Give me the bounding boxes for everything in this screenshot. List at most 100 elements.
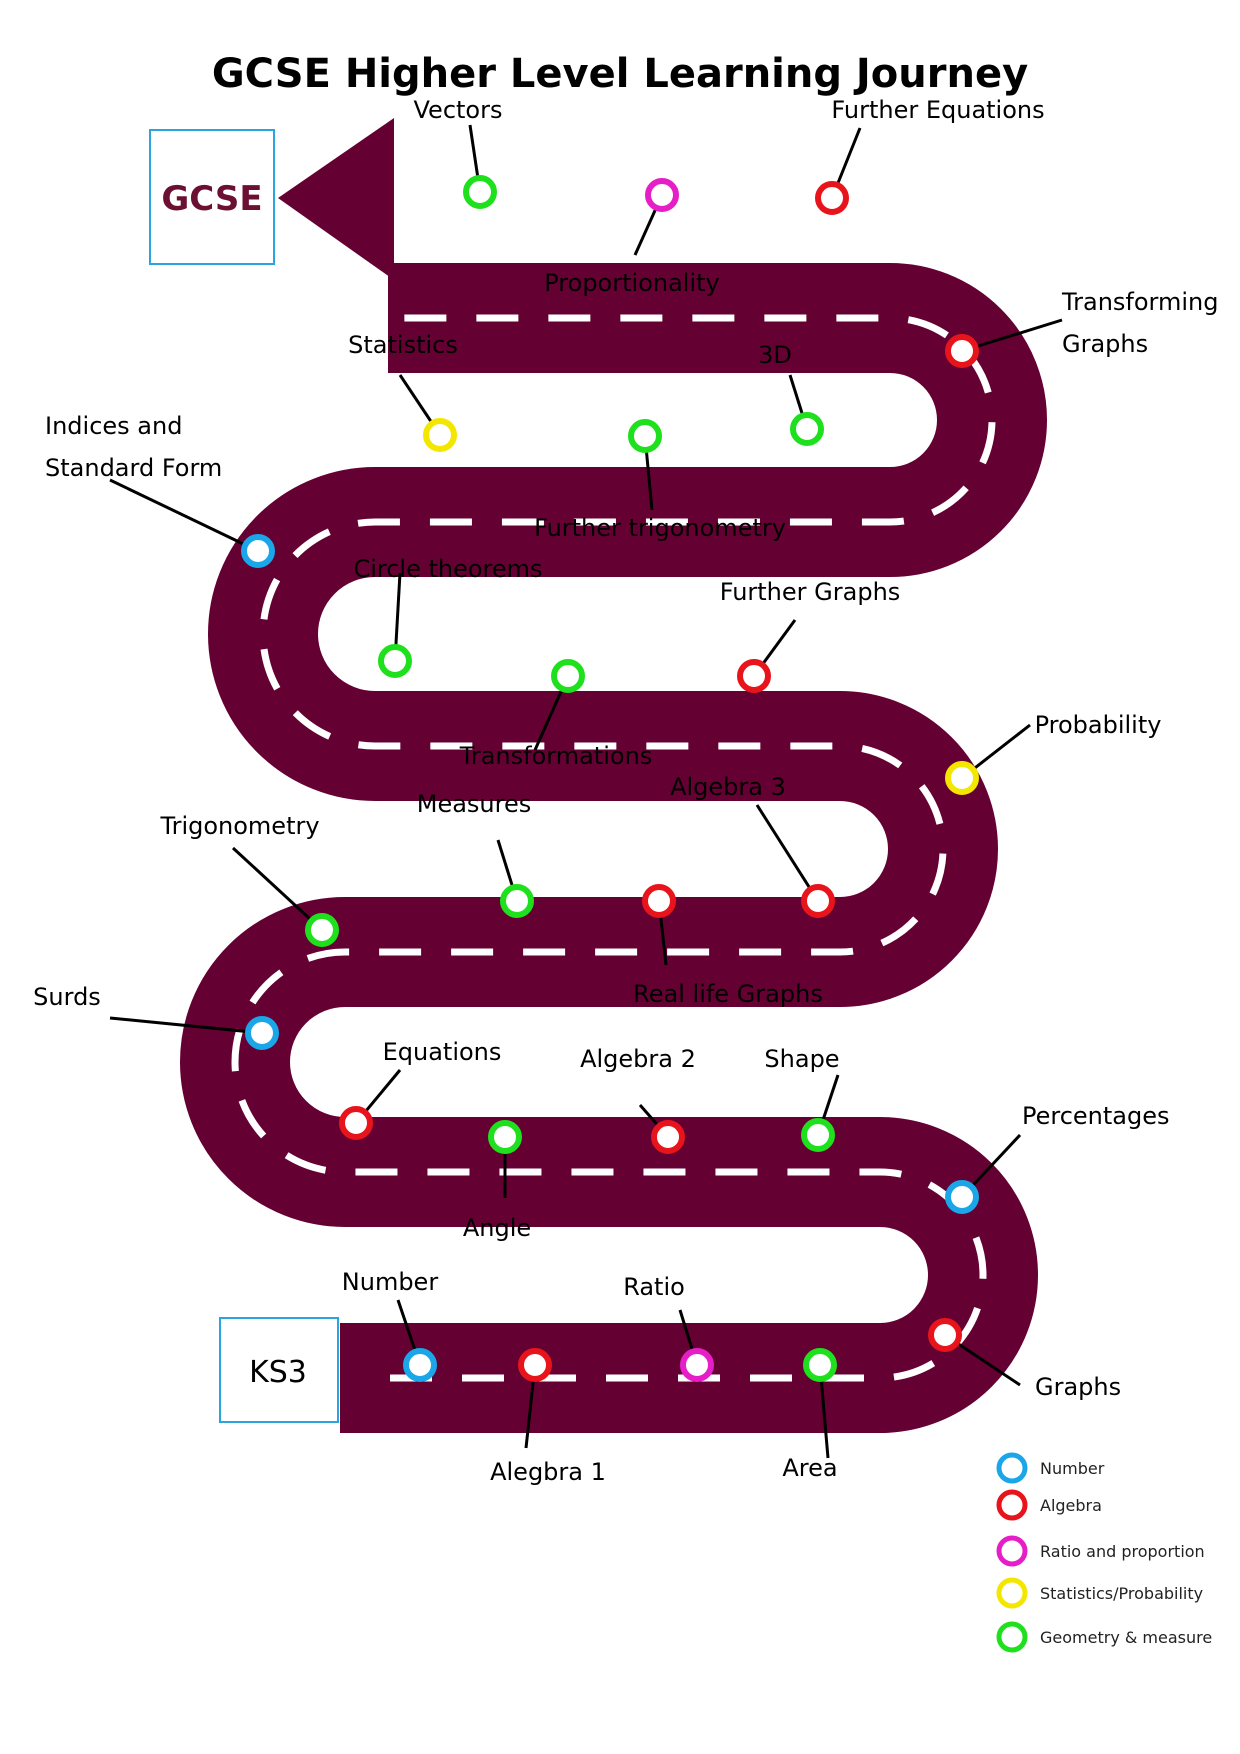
topic-vectors: Vectors — [414, 96, 503, 209]
road — [180, 118, 1047, 1433]
topic-label: Angle — [463, 1214, 531, 1242]
topic-label: Number — [342, 1268, 439, 1296]
topic-marker — [651, 1120, 685, 1154]
ks3-box-label: KS3 — [249, 1355, 307, 1390]
topic-probability: Probability — [945, 711, 1162, 795]
topic-marker — [551, 659, 585, 693]
topic-marker — [790, 412, 824, 446]
topic-label: Further trigonometry — [534, 514, 786, 542]
topic-marker — [737, 659, 771, 693]
topic-label: Transformations — [459, 742, 653, 770]
topic-marker — [403, 1348, 437, 1382]
topic-algebra-3: Algebra 3 — [670, 773, 835, 918]
topic-marker — [642, 884, 676, 918]
road-centre-line — [231, 314, 996, 1382]
topic-angle: Angle — [463, 1120, 531, 1242]
topic-transformations: Transformations — [459, 659, 653, 770]
page-title: GCSE Higher Level Learning Journey — [212, 51, 1028, 97]
legend-swatch — [996, 1452, 1028, 1484]
legend-item-geometry: Geometry & measure — [996, 1621, 1212, 1653]
topic-further-equations: Further Equations — [815, 96, 1045, 215]
topic-marker — [680, 1348, 714, 1382]
topic-marker — [945, 1180, 979, 1214]
topic-marker — [423, 418, 457, 452]
topic-marker — [645, 178, 679, 212]
topic-marker — [488, 1120, 522, 1154]
topic-marker — [518, 1348, 552, 1382]
legend-item-stats: Statistics/Probability — [996, 1577, 1203, 1609]
topic-area: Area — [782, 1348, 838, 1482]
topic-label: Area — [782, 1454, 837, 1482]
topic-marker — [628, 419, 662, 453]
topic-label: Circle theorems — [353, 555, 542, 583]
topic-marker — [945, 761, 979, 795]
topic-marker — [245, 1016, 279, 1050]
topic-marker — [803, 1348, 837, 1382]
gcse-box: GCSE — [149, 129, 275, 265]
leader-line — [109, 478, 259, 553]
legend-label: Number — [1040, 1459, 1105, 1478]
legend-item-ratio: Ratio and proportion — [996, 1535, 1205, 1567]
gcse-box-frame — [149, 129, 275, 265]
topic-label: Statistics — [348, 331, 458, 359]
leader-line — [231, 846, 324, 932]
topic-label: Probability — [1035, 711, 1162, 739]
topic-label: 3D — [758, 341, 792, 369]
topic-label: Vectors — [414, 96, 503, 124]
topic-label: Ratio — [623, 1273, 685, 1301]
topic-label: Further Equations — [831, 96, 1044, 124]
legend-item-number: Number — [996, 1452, 1105, 1484]
topic-marker — [463, 175, 497, 209]
topic-label: Equations — [383, 1038, 502, 1066]
topic-label: Proportionality — [544, 269, 720, 297]
topic-label: Further Graphs — [720, 578, 901, 606]
topic-marker — [801, 1118, 835, 1152]
topic-measures: Measures — [417, 790, 534, 918]
topic-statistics: Statistics — [348, 331, 458, 452]
topic-label: Percentages — [1022, 1102, 1170, 1130]
topic-label: Surds — [33, 983, 101, 1011]
topic-surds: Surds — [33, 983, 279, 1050]
topic-marker — [500, 884, 534, 918]
leader-line — [755, 804, 820, 902]
topic-label: Algebra 3 — [670, 773, 786, 801]
topic-trigonometry: Trigonometry — [159, 812, 339, 947]
topic-real-life-graphs: Real life Graphs — [633, 884, 823, 1008]
topic-percentages: Percentages — [945, 1102, 1170, 1214]
topic-marker — [241, 534, 275, 568]
topic-ratio: Ratio — [623, 1273, 714, 1382]
topic-circle-theorems: Circle theorems — [353, 555, 543, 678]
topic-algebra-2: Algebra 2 — [580, 1045, 696, 1154]
gcse-box-label: GCSE — [161, 179, 262, 219]
road-body — [180, 263, 1047, 1433]
topic-label: Algebra 2 — [580, 1045, 696, 1073]
topic-proportionality: Proportionality — [544, 178, 720, 297]
topic-number: Number — [342, 1268, 439, 1382]
topic-3d: 3D — [758, 341, 824, 446]
legend-swatch — [996, 1489, 1028, 1521]
topic-label: Graphs — [1035, 1373, 1121, 1401]
legend-swatch — [996, 1535, 1028, 1567]
topic-marker — [945, 334, 979, 368]
topic-label: Real life Graphs — [633, 980, 823, 1008]
topic-marker — [928, 1318, 962, 1352]
topic-further-trigonometry: Further trigonometry — [534, 419, 786, 542]
legend-label: Statistics/Probability — [1040, 1584, 1203, 1603]
ks3-box-frame — [219, 1317, 339, 1423]
legend-swatch — [996, 1621, 1028, 1653]
legend-label: Algebra — [1040, 1496, 1102, 1515]
topic-marker — [378, 644, 412, 678]
legend-label: Ratio and proportion — [1040, 1542, 1205, 1561]
topic-alegbra-1: Alegbra 1 — [490, 1348, 606, 1486]
topic-label: Shape — [764, 1045, 839, 1073]
topic-marker — [305, 913, 339, 947]
topic-shape: Shape — [764, 1045, 840, 1152]
topic-further-graphs: Further Graphs — [720, 578, 901, 693]
leader-line — [961, 318, 1063, 353]
